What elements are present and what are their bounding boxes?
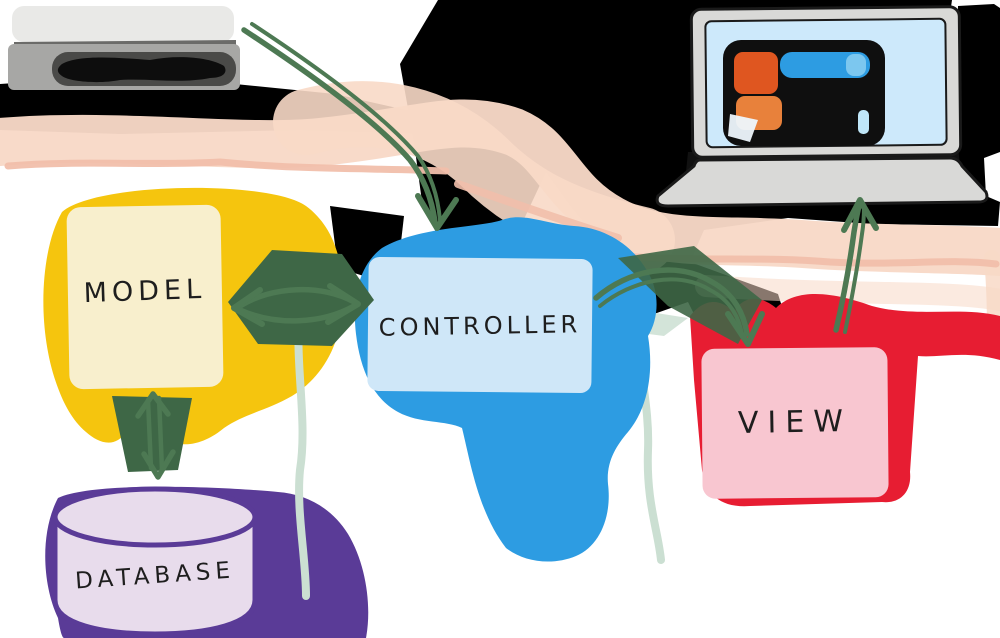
laptop-window-white-patch [728, 114, 758, 142]
arrow-shadow [228, 250, 374, 346]
view-box [701, 347, 889, 499]
laptop-window-orange-block [734, 52, 778, 94]
laptop-base [655, 156, 989, 208]
view-label: VIEW [738, 404, 853, 441]
server-stack-icon [8, 6, 240, 90]
arrowhead-up [135, 391, 171, 419]
arrow-view-to-laptop [833, 197, 879, 334]
arrowhead-up [841, 197, 879, 233]
server-drive-scribble [57, 57, 226, 83]
model-label: MODEL [83, 274, 206, 309]
node-controller: CONTROLLER [354, 217, 657, 562]
arrow-layer [112, 22, 879, 480]
laptop-window-cyan-sliver [858, 110, 869, 134]
database-cylinder-top [52, 486, 258, 548]
controller-label: CONTROLLER [379, 310, 582, 342]
arrowhead-left [231, 287, 265, 327]
node-database: DATABASE [45, 486, 369, 638]
peach-squiggle-line-left [4, 158, 450, 175]
arrow-model-controller-two-way [228, 250, 374, 346]
arrow-controller-to-view [593, 246, 765, 347]
arrowhead-down [141, 449, 176, 480]
node-view: VIEW [690, 293, 1000, 507]
arrowhead-down [725, 311, 765, 347]
arrowhead-down [415, 193, 459, 231]
server-top-slab [12, 6, 234, 42]
controller-box [367, 256, 593, 394]
model-box [66, 204, 224, 390]
mint-drip-line-left [294, 308, 310, 600]
database-cylinder-body [52, 514, 258, 637]
arrowhead-right [325, 283, 361, 325]
node-model: MODEL [43, 187, 343, 445]
arrow-server-to-controller [241, 22, 459, 231]
arrow-model-database-two-way [112, 391, 192, 480]
laptop-window-blue-bar-light [846, 54, 866, 76]
laptop-icon [655, 5, 989, 208]
